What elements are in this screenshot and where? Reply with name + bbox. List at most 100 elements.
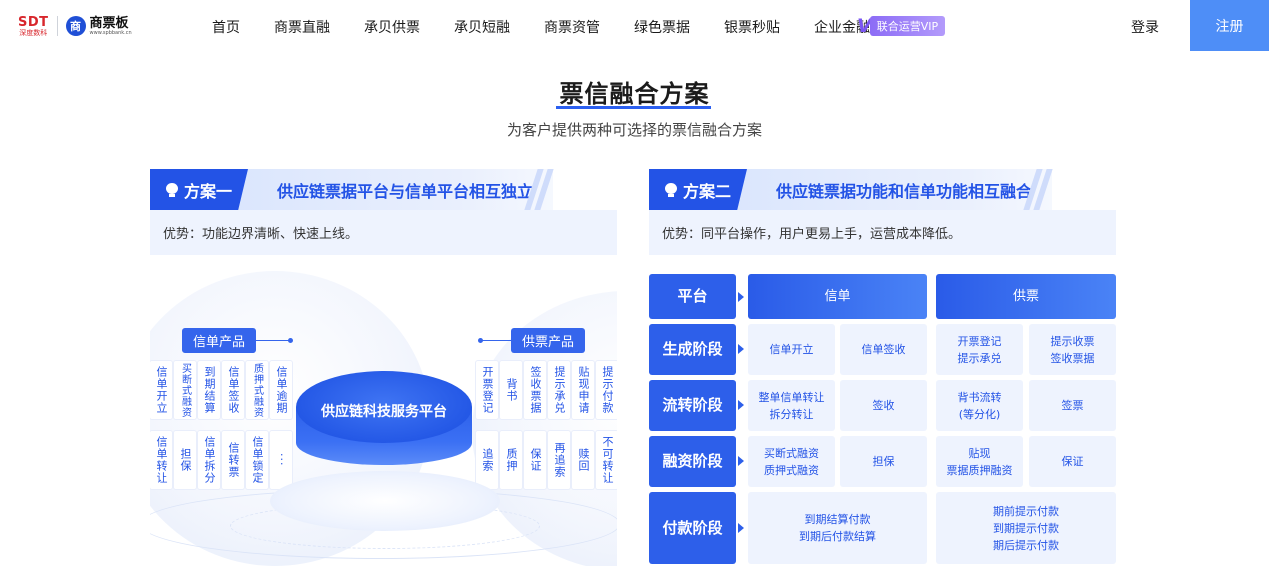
table-corner-header: 平台: [649, 274, 736, 319]
table-cell: 信单签收: [840, 324, 927, 375]
arrow-icon: [738, 523, 744, 533]
right-product-item: 提示付款: [596, 361, 617, 419]
right-label-connector: [480, 340, 511, 341]
stage-label: 付款阶段: [649, 492, 736, 564]
table-cell: 信单开立: [748, 324, 835, 375]
table-cell: 签票: [1029, 380, 1116, 431]
arrow-icon: [738, 400, 744, 410]
left-label-connector: [256, 340, 290, 341]
vip-label: 联合运营VIP: [869, 16, 946, 36]
vip-link[interactable]: V 联合运营VIP: [857, 15, 946, 37]
login-link[interactable]: 登录: [1131, 20, 1159, 36]
table-cell: 期前提示付款 到期提示付款 期后提示付款: [936, 492, 1116, 564]
register-button[interactable]: 注册: [1190, 0, 1269, 51]
main-menu: 首页 商票直融 承贝供票 承贝短融 商票资管 绿色票据 银票秒贴 企业金融: [212, 17, 904, 37]
lightbulb-icon: [665, 182, 677, 197]
plan2-table: 平台 信单 供票 生成阶段 信单开立 信单签收 开票登记 提示承兑 提示收票 签…: [649, 274, 1117, 566]
plan2-tag: 方案二: [649, 169, 747, 210]
platform-cylinder: 供应链科技服务平台: [296, 371, 472, 495]
col-header-gongpiao: 供票: [936, 274, 1116, 319]
table-cell: 开票登记 提示承兑: [936, 324, 1023, 375]
left-product-item: 信单锁定: [246, 431, 268, 489]
plan1-illustration: 信单产品 供票产品 信单开立 买断式融资 到期结算 信单签收 质押式融资 信单逾…: [150, 271, 617, 566]
plan1-title-text: 供应链票据平台与信单平台相互独立: [277, 181, 534, 201]
left-product-item: 信单拆分: [198, 431, 220, 489]
right-product-item: 贴现申请: [572, 361, 594, 419]
nav-item-green-bill[interactable]: 绿色票据: [634, 20, 690, 36]
platform-top: [296, 371, 472, 443]
page-subtitle: 为客户提供两种可选择的票信融合方案: [506, 121, 762, 139]
table-cell: 背书流转 (等分化): [936, 380, 1023, 431]
platform-base: [270, 471, 500, 531]
decor-stripes: [524, 169, 554, 210]
brand-name: 商票板: [89, 15, 129, 31]
left-product-item: ···: [270, 431, 292, 489]
right-product-item: 赎回: [572, 431, 594, 489]
decor-stripes: [1023, 169, 1053, 210]
plan1-tag-text: 方案一: [184, 181, 233, 201]
right-product-item: 背书: [500, 361, 522, 419]
spb-logo-icon: 商: [65, 16, 86, 36]
left-product-item: 质押式融资: [246, 361, 268, 419]
nav-item-bank-discount[interactable]: 银票秒贴: [724, 20, 780, 36]
page-title: 票信融合方案: [559, 80, 710, 108]
brand-url: www.spbbank.cn: [89, 29, 132, 36]
spb-logo-text: 商票板 www.spbbank.cn: [90, 17, 132, 36]
arrow-icon: [738, 292, 744, 302]
table-cell: 提示收票 签收票据: [1029, 324, 1116, 375]
left-product-label: 信单产品: [182, 328, 256, 353]
left-product-item: 信单签收: [222, 361, 244, 419]
table-cell: 贴现 票据质押融资: [936, 436, 1023, 487]
col-header-xindan: 信单: [748, 274, 927, 319]
sdt-logo-subtext: 深度数科: [19, 28, 48, 37]
right-product-item: 保证: [524, 431, 546, 489]
plan2-title: 供应链票据功能和信单功能相互融合: [735, 169, 1052, 210]
table-cell: 买断式融资 质押式融资: [748, 436, 835, 487]
nav-item-enterprise-finance[interactable]: 企业金融: [814, 20, 870, 36]
title-underline: [556, 106, 711, 109]
platform-label: 供应链科技服务平台: [321, 404, 447, 420]
arrow-icon: [738, 456, 744, 466]
lightbulb-icon: [166, 182, 178, 197]
left-product-item: 信转票: [222, 431, 244, 489]
plan2-advantage: 优势：同平台操作，用户更易上手，运营成本降低。: [649, 210, 1116, 255]
right-product-item: 提示承兑: [548, 361, 570, 419]
table-cell: 到期结算付款 到期后付款结算: [748, 492, 927, 564]
right-product-item: 质押: [500, 431, 522, 489]
sdt-logo: SDT 深度数科: [18, 16, 49, 37]
stage-label: 融资阶段: [649, 436, 736, 487]
right-product-item: 再追索: [548, 431, 570, 489]
right-product-item: 追索: [476, 431, 498, 489]
stage-label: 生成阶段: [649, 324, 736, 375]
plan2-header: 供应链票据功能和信单功能相互融合 方案二: [649, 169, 1053, 210]
nav-item-home[interactable]: 首页: [212, 20, 240, 36]
right-product-item: 不可转让: [596, 431, 617, 489]
left-product-item: 信单开立: [150, 361, 172, 419]
brand-divider: [56, 16, 58, 36]
left-label-dot: [288, 338, 293, 343]
nav-item-short-finance[interactable]: 承贝短融: [454, 20, 510, 36]
right-label-dot: [478, 338, 483, 343]
right-product-item: 开票登记: [476, 361, 498, 419]
right-product-label: 供票产品: [511, 328, 585, 353]
left-product-item: 信单逾期: [270, 361, 292, 419]
brand-logo[interactable]: SDT 深度数科 商 商票板 www.spbbank.cn: [18, 12, 132, 40]
stage-label: 流转阶段: [649, 380, 736, 431]
left-product-item: 担保: [174, 431, 196, 489]
plan1-header: 供应链票据平台与信单平台相互独立 方案一: [150, 169, 554, 210]
table-cell: 签收: [840, 380, 927, 431]
nav-item-asset-mgmt[interactable]: 商票资管: [544, 20, 600, 36]
plan1-tag: 方案一: [150, 169, 248, 210]
left-product-item: 信单转让: [150, 431, 172, 489]
table-cell: 担保: [840, 436, 927, 487]
left-product-item: 到期结算: [198, 361, 220, 419]
right-product-item: 签收票据: [524, 361, 546, 419]
plan2-tag-text: 方案二: [683, 181, 732, 201]
plan1-title: 供应链票据平台与信单平台相互独立: [236, 169, 553, 210]
plan2-title-text: 供应链票据功能和信单功能相互融合: [776, 181, 1033, 201]
vip-icon: V: [857, 15, 872, 37]
arrow-icon: [738, 344, 744, 354]
nav-item-direct-finance[interactable]: 商票直融: [274, 20, 330, 36]
left-product-item: 买断式融资: [174, 361, 196, 419]
nav-item-supply-bill[interactable]: 承贝供票: [364, 20, 420, 36]
